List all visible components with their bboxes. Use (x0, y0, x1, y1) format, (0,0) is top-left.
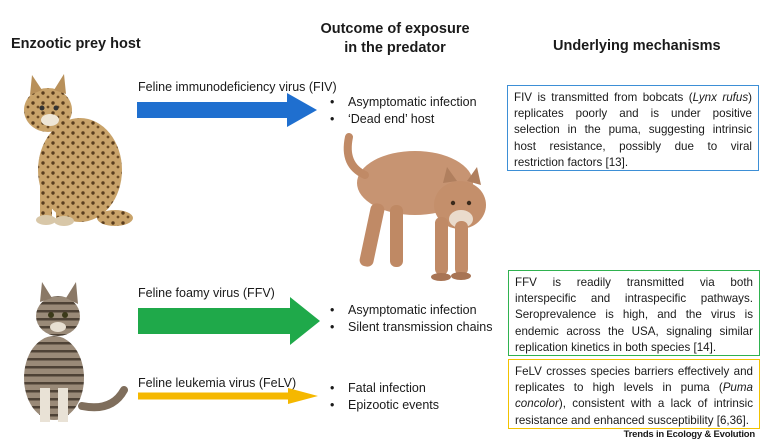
outcome-item: • Silent transmission chains (330, 319, 493, 336)
bullet-dot: • (330, 95, 335, 109)
arrow-shape (138, 388, 318, 404)
mechanism-text: ) replicates poorly and is under positiv… (514, 91, 752, 169)
outcome-list: • Fatal infection • Epizootic events (330, 380, 439, 414)
virus-label: Feline foamy virus (FFV) (138, 286, 275, 300)
transmission-arrow (138, 388, 318, 404)
mechanism-text: ), consistent with a lack of intrinsic r… (515, 397, 753, 427)
species-name: Lynx rufus (692, 91, 749, 104)
outcome-item: • Asymptomatic infection (330, 302, 493, 319)
bobcat-photo (24, 74, 133, 226)
transmission-arrow (138, 297, 320, 345)
virus-label: Feline immunodeficiency virus (FIV) (138, 80, 337, 94)
transmission-arrow (137, 93, 317, 127)
outcome-list: • Asymptomatic infection • ‘Dead end’ host (330, 94, 477, 128)
mechanism-box: FFV is readily transmitted via both inte… (508, 270, 760, 356)
prey-host-header: Enzootic prey host (11, 36, 141, 52)
virus-label: Feline leukemia virus (FeLV) (138, 376, 297, 390)
bullet-dot: • (330, 398, 335, 412)
outcome-item: • Fatal infection (330, 380, 439, 397)
bullet-dot: • (330, 320, 335, 334)
bullet-dot: • (330, 112, 335, 126)
mechanisms-header: Underlying mechanisms (553, 38, 721, 54)
outcome-text: ‘Dead end’ host (348, 112, 435, 126)
outcome-list: • Asymptomatic infection • Silent transmiss… (330, 302, 493, 336)
bullet-dot: • (330, 381, 335, 395)
outcome-item: • ‘Dead end’ host (330, 111, 477, 128)
outcome-text: Epizootic events (348, 398, 440, 412)
arrow-shape (137, 93, 317, 127)
outcome-header-line1: Outcome of exposure (320, 21, 470, 37)
arrow-shape (138, 297, 320, 345)
mechanism-box: FIV is transmitted from bobcats (Lynx ru… (507, 85, 759, 171)
outcome-header: Outcome of exposure in the predator (320, 20, 470, 58)
outcome-text: Asymptomatic infection (348, 95, 477, 109)
puma-photo (343, 133, 486, 281)
outcome-text: Asymptomatic infection (348, 303, 477, 317)
journal-credit: Trends in Ecology & Evolution (623, 429, 756, 440)
outcome-header-line2: in the predator (344, 40, 446, 56)
outcome-text: Silent transmission chains (348, 320, 493, 334)
species-name: Puma concolor (515, 381, 753, 411)
domestic-cat-photo (24, 282, 128, 422)
mechanism-text: FeLV crosses species barriers effectivel… (515, 365, 753, 395)
outcome-item: • Asymptomatic infection (330, 94, 477, 111)
bullet-dot: • (330, 303, 335, 317)
mechanism-text: FFV is readily transmitted via both inte… (515, 276, 753, 354)
outcome-item: • Epizootic events (330, 397, 439, 414)
outcome-text: Fatal infection (348, 381, 426, 395)
mechanism-text: FIV is transmitted from bobcats ( (514, 91, 693, 104)
mechanism-box: FeLV crosses species barriers effectivel… (508, 359, 760, 429)
